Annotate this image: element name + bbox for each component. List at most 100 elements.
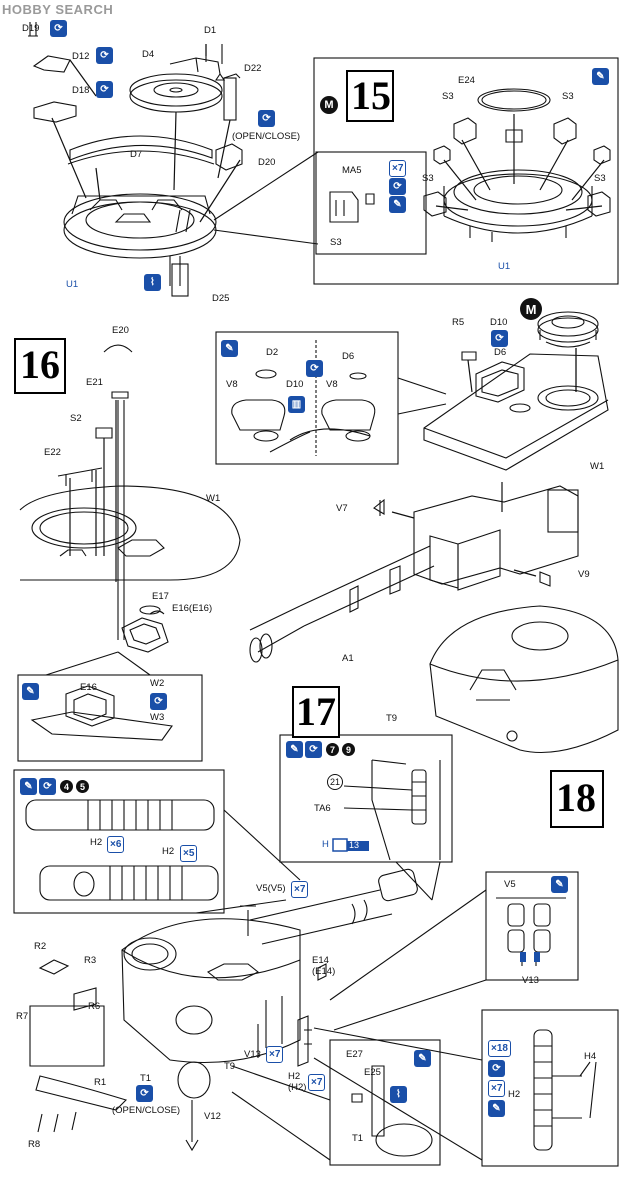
label-r2: R2 (34, 941, 47, 952)
label-v8: V8 (326, 379, 338, 390)
label-w3: W3 (150, 712, 165, 723)
label-a1: A1 (342, 653, 354, 664)
hatch-t1 (177, 1061, 211, 1152)
cement-tube-icon: ▥ (288, 396, 305, 413)
label-u1: U1 (66, 279, 79, 290)
label-d10: D10 (286, 379, 304, 390)
step-17-number: 17 (296, 689, 336, 734)
label-ma5: MA5 (342, 165, 362, 176)
paintbrush-icon: ✎ (22, 683, 39, 700)
step16-detail-frame (215, 331, 399, 465)
cupola-assembled-m (537, 311, 599, 348)
label-s2: S2 (70, 413, 82, 424)
label-d10: D10 (490, 317, 508, 328)
label-e24: E24 (458, 75, 475, 86)
periscope-e16 (121, 617, 169, 653)
label-t9: T9 (224, 1061, 236, 1072)
color-number-7: 7 (326, 743, 339, 756)
label-v8: V8 (226, 379, 238, 390)
color-number-4: 4 (60, 780, 73, 793)
step-18-box: 18 (550, 770, 604, 828)
label-r3: R3 (84, 955, 97, 966)
label-v13: V13 (522, 975, 539, 986)
repeat-count-x5: ×5 (180, 845, 198, 862)
part-v7 (373, 498, 385, 516)
modify-M-icon: M (320, 96, 338, 114)
label-e27: E27 (346, 1049, 363, 1060)
label-e22: E22 (44, 447, 61, 458)
repeat-icon: ⟳ (96, 81, 113, 98)
repeat-icon: ⟳ (96, 47, 113, 64)
label-r6: R6 (88, 1001, 101, 1012)
paintbrush-icon: ✎ (389, 196, 406, 213)
step15-frame (313, 57, 619, 285)
part-d22 (223, 73, 241, 121)
repeat-count-x7: ×7 (389, 160, 407, 177)
label-v9: V9 (578, 569, 590, 580)
drill-icon: ⌇ (390, 1086, 407, 1103)
rack-h2-upper (25, 799, 215, 831)
label-s3: S3 (330, 237, 342, 248)
cupola-ring-u1 (63, 193, 217, 259)
label-e16-e16: E16(E16) (172, 603, 213, 614)
label-t1: T1 (352, 1133, 364, 1144)
step15-sub-frame (315, 151, 427, 255)
label-v13: V13 (244, 1049, 261, 1060)
label-w1: W1 (206, 493, 221, 504)
paintbrush-icon: ✎ (20, 778, 37, 795)
label-d1: D1 (204, 25, 217, 36)
step18-rack-frame (13, 769, 225, 914)
label-v12: V12 (204, 1111, 221, 1122)
label-s3: S3 (422, 173, 434, 184)
label-h2-h2: H2 (H2) (288, 1071, 307, 1093)
repeat-icon: ⟳ (305, 741, 322, 758)
repeat-count-x18: ×18 (488, 1040, 511, 1057)
rack-h2-lower (39, 865, 219, 901)
label-d2: D2 (266, 347, 279, 358)
ammo-ta6 (371, 759, 441, 861)
part-d20 (215, 143, 243, 171)
repeat-icon: ⟳ (39, 778, 56, 795)
modify-M-icon: M (520, 298, 542, 320)
label-r5: R5 (452, 317, 465, 328)
step-15-box: 15 (346, 70, 394, 122)
watermark: HOBBY SEARCH (2, 2, 114, 17)
label-open-close: (OPEN/CLOSE) (112, 1105, 181, 1116)
label-d20: D20 (258, 157, 276, 168)
arrows-step15 (435, 114, 605, 211)
repeat-count-x7: ×7 (266, 1046, 284, 1063)
repeat-icon: ⟳ (389, 178, 406, 195)
label-v5-v5: V5(V5) (256, 883, 286, 894)
parts-h2-side (297, 1015, 312, 1067)
label-ta6: TA6 (314, 803, 331, 814)
parts-d12-d18-d19 (28, 22, 77, 123)
arrows-step16 (69, 400, 117, 582)
label-r1: R1 (94, 1077, 107, 1088)
label-u1: U1 (498, 261, 511, 272)
step-17-box: 17 (292, 686, 340, 738)
paintbrush-icon: ✎ (592, 68, 609, 85)
step15-parts (329, 88, 611, 242)
ring-e17 (139, 605, 161, 615)
t1-callout-frame (329, 1039, 441, 1166)
label-e21: E21 (86, 377, 103, 388)
label-d18: D18 (72, 85, 90, 96)
label-d6: D6 (342, 351, 355, 362)
repeat-icon: ⟳ (488, 1060, 505, 1077)
label-d19: D19 (22, 23, 40, 34)
label-s3: S3 (442, 91, 454, 102)
label-w1: W1 (590, 461, 605, 472)
label-e25: E25 (364, 1067, 381, 1078)
label-s3: S3 (562, 91, 574, 102)
label-e20: E20 (112, 325, 129, 336)
label-h: H (322, 839, 329, 850)
step-18-number: 18 (556, 775, 596, 820)
parts-e20-e21-s2-e22 (57, 344, 133, 640)
label-h13: 13 (349, 840, 360, 850)
repeat-icon: ⟳ (306, 360, 323, 377)
step16-sub-parts (30, 685, 173, 741)
turret-body-t9 (429, 605, 619, 754)
label-t1: T1 (140, 1073, 152, 1084)
label-e17: E17 (152, 591, 169, 602)
